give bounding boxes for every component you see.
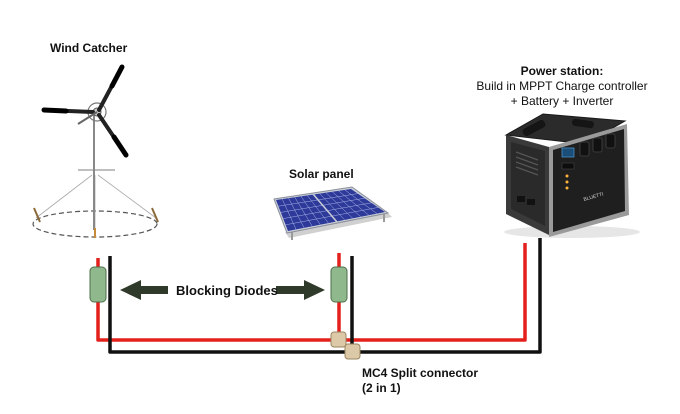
power-station-label: Power station: Build in MPPT Charge cont… — [470, 64, 654, 109]
solar-grid-line — [344, 189, 378, 214]
power-station-usb-ports — [561, 162, 575, 170]
solar-grid-line — [325, 192, 353, 219]
wiring — [89, 238, 542, 360]
wind-catcher-label: Wind Catcher — [50, 41, 128, 55]
solar-blocking-diode — [330, 266, 348, 303]
turbine-blade-top-tip — [109, 64, 125, 89]
turbine-anchor-right — [151, 207, 159, 223]
power-station-brand: BLUETTI — [583, 191, 604, 202]
power-station-title: Power station: — [520, 64, 604, 78]
power-station-indicator-2 — [565, 180, 569, 184]
arrow-right — [276, 280, 325, 300]
power-station-handle-left — [522, 119, 546, 137]
solar-grid-line — [288, 198, 305, 228]
arrow-left — [120, 280, 168, 300]
power-station-vent — [515, 151, 539, 176]
power-station-line-2: + Battery + Inverter — [510, 94, 614, 108]
solar-grid-line — [307, 195, 329, 224]
power-station-handle-right — [571, 118, 594, 129]
turbine-anchor-left — [33, 207, 41, 223]
power-station-line-1: Build in MPPT Charge controller — [476, 79, 648, 93]
power-station-ac-outlet-2 — [592, 137, 603, 153]
power-station-ac-outlet-1 — [579, 141, 590, 157]
blocking-diodes-label: Blocking Diodes — [176, 283, 278, 298]
mc4-connector-label: MC4 Split connector — [362, 366, 479, 380]
solar-grid-line — [319, 193, 345, 221]
solar-grid-line — [282, 198, 297, 230]
power-station-side-port-1 — [517, 196, 525, 202]
wind-turbine — [32, 64, 159, 238]
solar-grid-line — [300, 196, 321, 225]
power-station-ac-outlet-3 — [605, 133, 616, 149]
power-station-screen — [561, 147, 575, 158]
solar-panel-label: Solar panel — [289, 167, 354, 181]
turbine-guy-wire-right — [97, 174, 157, 219]
wind-blocking-diode — [89, 266, 107, 303]
turbine-blade-right-tip — [111, 134, 129, 158]
mc4-connector-sublabel: (2 in 1) — [362, 381, 401, 395]
solar-grid-line — [332, 191, 361, 217]
power-station-side-port-2 — [527, 199, 535, 205]
power-station-indicator-1 — [565, 174, 569, 178]
diode-arrows — [120, 280, 325, 300]
power-station: BLUETTI — [504, 113, 640, 238]
mc4-connector-negative — [344, 343, 361, 360]
mc4-connector-positive — [330, 331, 347, 348]
turbine-guy-wire-left — [35, 174, 93, 219]
solar-panel-divider — [312, 193, 338, 223]
turbine-blade-left-tip — [41, 107, 69, 114]
solar-panel — [273, 186, 392, 240]
turbine-tail — [77, 111, 98, 125]
solar-grid-line — [294, 197, 313, 227]
negative-wire — [108, 238, 542, 354]
solar-panel-shadow — [285, 213, 392, 238]
solar-grid-line — [338, 190, 369, 216]
power-station-indicator-3 — [565, 186, 569, 190]
